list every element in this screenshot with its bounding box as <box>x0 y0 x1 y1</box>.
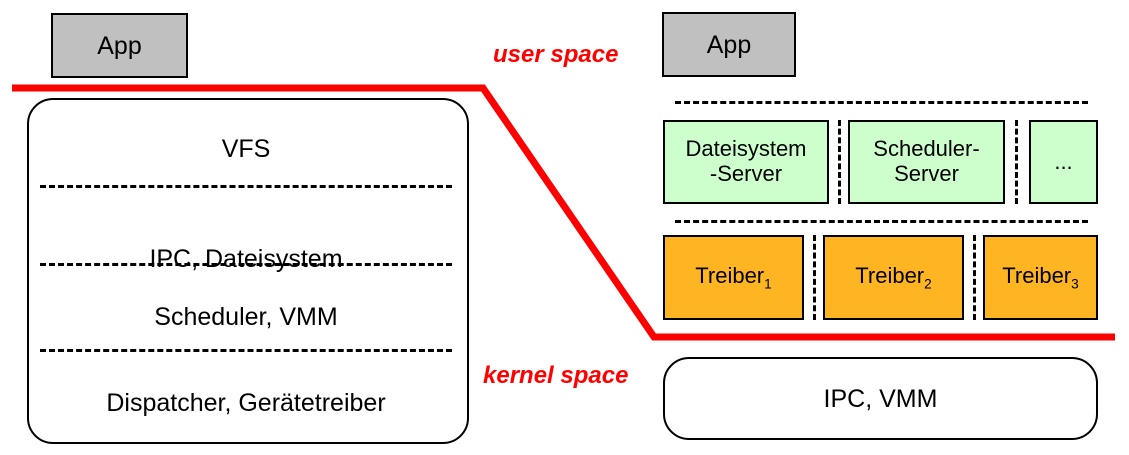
server-box-more: ... <box>1029 120 1098 204</box>
driver-label-treiber-2: Treiber2 <box>855 262 932 292</box>
driver-label-treiber-1: Treiber1 <box>695 262 772 292</box>
server-label-more: ... <box>1054 148 1073 174</box>
driver-label-treiber-3-sub: 3 <box>1071 276 1079 292</box>
monolithic-layer-dispatcher-geraetetreiber: Dispatcher, Gerätetreiber <box>106 389 386 417</box>
kernel-space-label: kernel space <box>483 362 629 389</box>
driver-label-treiber-2-sub: 2 <box>924 276 932 292</box>
server-separator-1 <box>838 120 841 204</box>
server-label-scheduler: Scheduler- Server <box>873 136 980 186</box>
server-box-dateisystem: Dateisystem -Server <box>663 120 829 204</box>
server-label-dateisystem: Dateisystem -Server <box>685 136 807 186</box>
server-box-scheduler: Scheduler- Server <box>848 120 1005 204</box>
driver-separator-2 <box>973 235 976 320</box>
monolithic-app-label: App <box>97 31 142 60</box>
microkernel-app-box: App <box>662 12 796 77</box>
driver-box-treiber-1: Treiber1 <box>663 235 804 320</box>
monolithic-layer-vfs: VFS <box>221 135 271 163</box>
monolithic-divider-2 <box>40 263 452 266</box>
driver-box-treiber-3: Treiber3 <box>983 235 1098 320</box>
user-space-label: user space <box>493 41 619 68</box>
monolithic-layer-ipc-dateisystem: IPC, Dateisystem <box>149 245 343 273</box>
driver-label-treiber-3: Treiber3 <box>1002 262 1079 292</box>
microkernel-core-box: IPC, VMM <box>663 357 1098 440</box>
monolithic-divider-1 <box>40 185 452 188</box>
driver-label-treiber-3-base: Treiber <box>1002 262 1072 288</box>
server-separator-2 <box>1015 120 1018 204</box>
driver-box-treiber-2: Treiber2 <box>823 235 964 320</box>
monolithic-app-box: App <box>51 13 188 78</box>
microkernel-server-band-bottom <box>675 220 1088 223</box>
driver-label-treiber-1-sub: 1 <box>764 276 772 292</box>
monolithic-layer-scheduler-vmm: Scheduler, VMM <box>154 303 338 331</box>
driver-label-treiber-1-base: Treiber <box>695 262 765 288</box>
driver-label-treiber-2-base: Treiber <box>855 262 925 288</box>
microkernel-core-label: IPC, VMM <box>823 384 938 413</box>
driver-separator-1 <box>813 235 816 320</box>
monolithic-divider-3 <box>40 349 452 352</box>
microkernel-app-label: App <box>706 30 752 59</box>
microkernel-server-band-top <box>675 101 1088 104</box>
